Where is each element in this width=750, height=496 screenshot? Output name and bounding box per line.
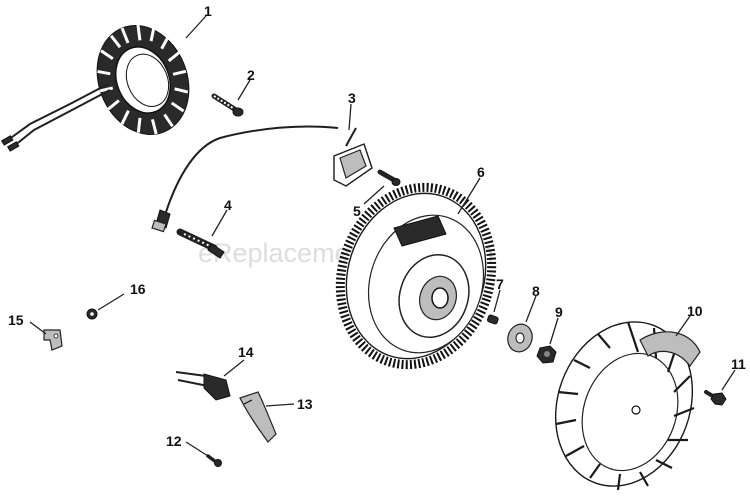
fan-shroud-tab	[639, 331, 701, 368]
callout-16: 16	[130, 281, 146, 297]
stator-terminal-b	[6, 141, 20, 152]
part-11-screw[interactable]	[704, 390, 727, 406]
leader-11	[721, 369, 736, 391]
leader-8	[525, 295, 537, 323]
callout-9: 9	[555, 304, 563, 320]
leader-1	[185, 15, 207, 39]
leader-lines	[29, 15, 736, 457]
callout-12: 12	[166, 433, 182, 449]
module-face	[339, 149, 367, 179]
callout-15: 15	[8, 312, 24, 328]
leader-12	[185, 441, 209, 457]
part-8-washer[interactable]	[504, 321, 535, 355]
callout-3: 3	[348, 90, 356, 106]
leader-16	[97, 293, 125, 311]
part-10-fan[interactable]	[533, 302, 714, 496]
leader-5	[363, 185, 385, 205]
leader-2	[237, 79, 251, 101]
callout-8: 8	[532, 283, 540, 299]
part-7-key[interactable]	[486, 314, 499, 325]
part-3-ignition-module[interactable]	[151, 125, 373, 233]
callout-7: 7	[496, 276, 504, 292]
callout-5: 5	[353, 203, 361, 219]
leader-10	[675, 315, 691, 337]
part-4-spark-plug[interactable]	[176, 228, 225, 259]
switch-body	[203, 373, 231, 401]
part-12-screw[interactable]	[206, 454, 222, 467]
callout-labels: 1 2 3 4 5 6 7 8 9 10 11 12 13 14 15 16	[8, 3, 746, 449]
part-1-stator[interactable]	[0, 12, 205, 152]
part-2-screw[interactable]	[211, 93, 244, 117]
module-lead	[345, 127, 357, 147]
part-6-flywheel[interactable]	[318, 168, 514, 385]
leader-6	[457, 177, 481, 215]
callout-2: 2	[247, 67, 255, 83]
leader-13	[265, 403, 295, 407]
leader-4	[211, 209, 228, 237]
stator-lead-wire-a	[7, 83, 109, 141]
callout-6: 6	[477, 164, 485, 180]
callout-11: 11	[731, 356, 746, 372]
callout-1: 1	[204, 3, 212, 19]
part-16-nut[interactable]	[86, 308, 98, 320]
stator-terminal-a	[0, 135, 14, 146]
fan-blades	[555, 321, 695, 491]
fan-hole	[631, 405, 641, 415]
leader-14	[223, 359, 245, 377]
flywheel-ring-gear	[335, 182, 497, 370]
part-13-bracket[interactable]	[239, 391, 277, 443]
spark-plug-cap	[151, 219, 167, 233]
flywheel-bore	[431, 287, 449, 309]
stator-bore	[125, 53, 170, 107]
switch-lead-b	[177, 379, 209, 387]
callout-13: 13	[297, 396, 313, 412]
part-14-switch[interactable]	[175, 371, 231, 401]
flywheel-magnet	[393, 215, 447, 247]
spark-plug-lead	[165, 125, 339, 213]
leader-9	[549, 317, 559, 345]
callout-14: 14	[238, 344, 254, 360]
part-9-nut[interactable]	[536, 345, 557, 364]
part-5-screw[interactable]	[377, 169, 401, 186]
leader-15	[29, 321, 47, 335]
switch-lead-a	[175, 371, 207, 377]
stator-lead-wire-b	[13, 89, 111, 147]
leader-3	[348, 103, 352, 131]
fan-inner	[581, 352, 679, 472]
callout-10: 10	[687, 303, 703, 319]
callout-4: 4	[224, 197, 232, 213]
part-15-bracket[interactable]	[43, 329, 63, 351]
leader-7	[493, 289, 501, 313]
